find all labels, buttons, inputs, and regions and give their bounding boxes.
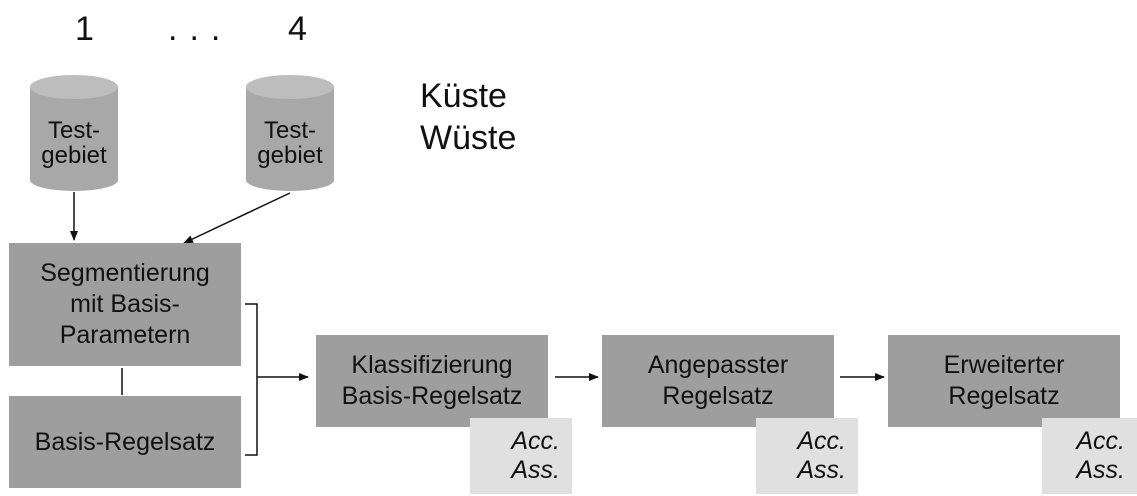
step-line: Basis-Regelsatz <box>341 382 523 410</box>
step-line: Erweiterter <box>943 351 1065 379</box>
segmentation-line: Parametern <box>59 321 191 349</box>
database-label-line2: gebiet <box>41 142 107 169</box>
database-cylinder-2 <box>246 75 334 191</box>
step-line: Regelsatz <box>948 382 1060 410</box>
base-ruleset-label: Basis-Regelsatz <box>34 427 216 456</box>
step-line: Klassifizierung <box>351 351 513 379</box>
database-cylinder-1 <box>30 75 118 191</box>
segmentation-line: mit Basis- <box>70 290 180 318</box>
accuracy-line2: Ass. <box>511 456 560 484</box>
region-label-desert: Wüste <box>420 119 517 157</box>
accuracy-line2: Ass. <box>1076 456 1125 484</box>
database-label-line1: Test- <box>47 117 100 144</box>
accuracy-line2: Ass. <box>797 456 846 484</box>
accuracy-line1: Acc. <box>511 427 560 455</box>
step-line: Regelsatz <box>662 382 774 410</box>
accuracy-assessment-box-3: Acc. Ass. <box>1042 418 1137 494</box>
bracket-connector <box>245 303 258 456</box>
database-label-1: Test- gebiet <box>19 118 129 168</box>
ellipsis-label: ... <box>168 10 233 48</box>
accuracy-line1: Acc. <box>1076 427 1125 455</box>
extended-ruleset-box: Erweiterter Regelsatz <box>888 335 1120 427</box>
base-ruleset-box: Basis-Regelsatz <box>9 396 241 488</box>
region-label-coast: Küste <box>420 77 507 115</box>
accuracy-line1: Acc. <box>797 427 846 455</box>
accuracy-assessment-box-1: Acc. Ass. <box>470 418 572 494</box>
database-label-line2: gebiet <box>257 142 323 169</box>
segmentation-box: Segmentierung mit Basis- Parametern <box>9 243 241 366</box>
first-index-label: 1 <box>75 10 94 48</box>
arrow-db2-to-segmentation <box>183 192 291 244</box>
adapted-ruleset-box: Angepasster Regelsatz <box>602 335 834 427</box>
database-label-line1: Test- <box>263 117 316 144</box>
last-index-label: 4 <box>288 10 307 48</box>
step-line: Angepasster <box>647 351 789 379</box>
classification-step-box: Klassifizierung Basis-Regelsatz <box>316 335 548 427</box>
segmentation-line: Segmentierung <box>40 259 210 287</box>
database-label-2: Test- gebiet <box>235 118 345 168</box>
accuracy-assessment-box-2: Acc. Ass. <box>756 418 858 494</box>
